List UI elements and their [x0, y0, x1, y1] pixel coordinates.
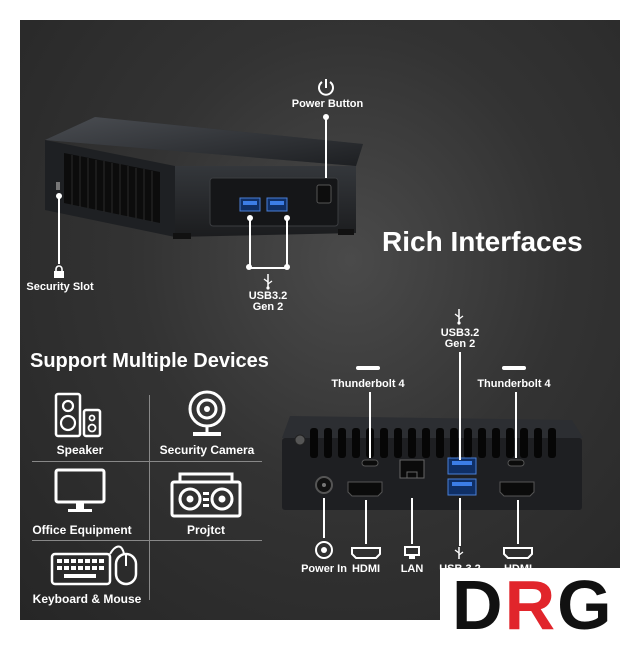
divider [32, 461, 262, 462]
lan-label: LAN [400, 563, 424, 575]
callout-line [325, 116, 327, 178]
divider [32, 540, 262, 541]
support-devices-heading: Support Multiple Devices [30, 350, 269, 372]
speaker-icon [54, 392, 102, 438]
device-label-speaker: Speaker [56, 443, 104, 457]
mini-pc-rear-image [282, 416, 583, 510]
hdmi-icon [351, 547, 381, 559]
usb-icon [454, 547, 464, 559]
callout-line [369, 392, 371, 458]
hdmi-icon [503, 547, 533, 559]
usb-icon [263, 274, 273, 290]
power-in-icon [315, 541, 333, 559]
logo-background [440, 568, 640, 640]
logo-letter-g: G [557, 566, 614, 644]
thunderbolt-left-label: Thunderbolt 4 [331, 378, 405, 390]
tb-port-symbol [502, 366, 526, 370]
callout-line [249, 267, 288, 269]
callout-line [249, 218, 251, 268]
usb-rear-label-line2: Gen 2 [444, 338, 476, 350]
security-slot-label: Security Slot [26, 281, 94, 293]
projector-icon [170, 472, 242, 518]
power-button-label: Power Button [291, 98, 364, 110]
hdmi-left-label: HDMI [351, 563, 381, 575]
keyboard-mouse-icon [50, 545, 138, 586]
device-label-keyboard-mouse: Keyboard & Mouse [32, 592, 142, 606]
callout-dot [246, 264, 252, 270]
device-label-office-equipment: Office Equipment [32, 523, 132, 537]
logo-letter-d: D [452, 566, 505, 644]
usb-front-label-line2: Gen 2 [252, 301, 284, 313]
callout-dot [284, 264, 290, 270]
logo-letter-r: R [504, 566, 558, 644]
product-infographic: Power Button Security Slot USB3.2 Gen 2 … [20, 20, 620, 620]
divider [149, 395, 150, 600]
lock-icon [54, 265, 64, 278]
callout-line [323, 498, 325, 538]
mini-pc-front-image [45, 117, 363, 239]
rich-interfaces-heading: Rich Interfaces [382, 226, 583, 257]
usb-front-label-line1: USB3.2 [248, 290, 288, 302]
callout-line [411, 498, 413, 544]
callout-line [515, 392, 517, 458]
callout-line [459, 498, 461, 546]
monitor-icon [54, 468, 106, 512]
callout-line [517, 500, 519, 544]
device-label-projector: Projtct [186, 523, 225, 537]
callout-line [286, 218, 288, 268]
callout-line [58, 196, 60, 264]
power-icon [318, 79, 334, 96]
usb-rear-label-line1: USB3.2 [440, 327, 480, 339]
usb-icon [454, 309, 464, 325]
thunderbolt-right-label: Thunderbolt 4 [477, 378, 551, 390]
power-in-label: Power In [301, 563, 347, 575]
lan-icon [404, 546, 420, 559]
callout-line [459, 352, 461, 460]
device-label-security-camera: Security Camera [159, 443, 255, 457]
security-camera-icon [188, 390, 226, 436]
callout-line [365, 500, 367, 544]
tb-port-symbol [356, 366, 380, 370]
drg-logo: DRG [452, 565, 614, 645]
